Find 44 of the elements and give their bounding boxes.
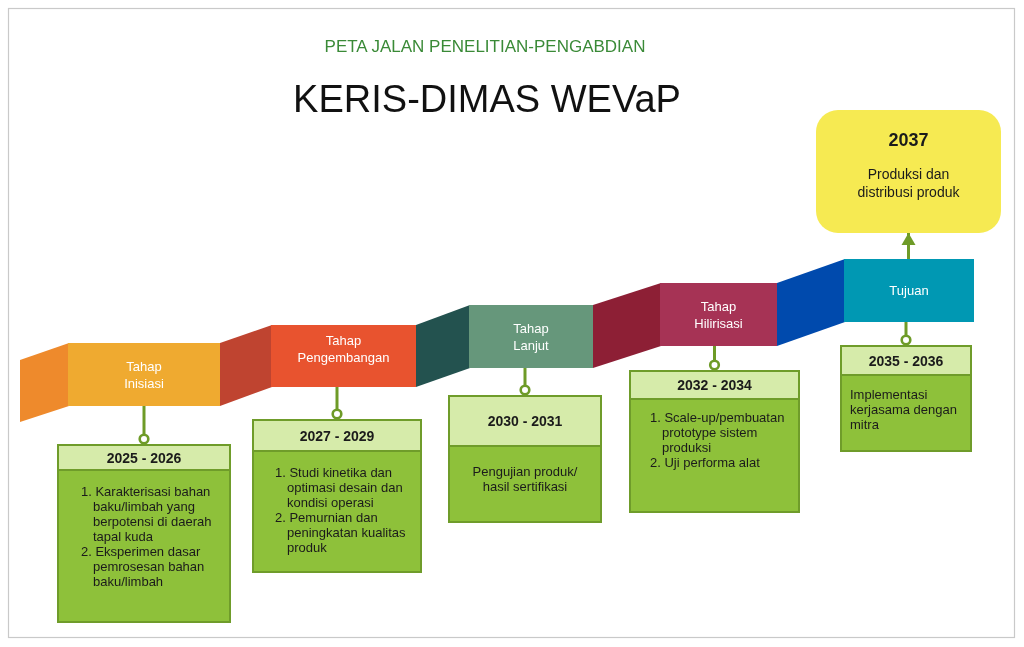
list-item: 1. Studi kinetika dan optimasi desain dan kondisi operasi xyxy=(275,465,404,510)
goal-box xyxy=(816,110,1001,233)
subtitle: PETA JALAN PENELITIAN-PENGABDIAN xyxy=(324,37,646,57)
stage-band xyxy=(844,259,974,322)
stage-label: Tujuan xyxy=(889,282,929,299)
year-range-header: 2035 - 2036 xyxy=(842,347,970,376)
ribbon-fold xyxy=(776,259,845,346)
list-item: 2. Eksperimen dasar pemrosesan bahan baku/limbah xyxy=(81,544,206,589)
stage-label: Tahap Inisiasi xyxy=(124,357,164,392)
ribbon-fold xyxy=(219,325,272,406)
ribbon-end xyxy=(20,343,69,422)
stage-label: Tahap Hilirisasi xyxy=(694,297,743,332)
pin-connector xyxy=(519,368,531,396)
milestone-card xyxy=(57,444,231,623)
list-item: 2. Uji performa alat xyxy=(650,455,760,470)
year-range-header: 2032 - 2034 xyxy=(631,372,798,400)
list-item: 1. Scale-up/pembuatan prototype sistem produksi xyxy=(650,410,786,455)
pin-connector xyxy=(708,346,721,371)
stage-band xyxy=(469,305,593,368)
milestone-card xyxy=(840,345,972,452)
description: Pengujian produk/ hasil sertifikasi xyxy=(471,464,579,494)
stage-band xyxy=(68,343,220,406)
pin-connector xyxy=(138,406,150,445)
milestone-card xyxy=(448,395,602,523)
stage-label: Tahap Lanjut xyxy=(513,319,549,354)
milestone-card xyxy=(252,419,422,573)
pin-connector xyxy=(900,322,912,346)
year-range-header: 2027 - 2029 xyxy=(254,421,420,452)
title: KERIS-DIMAS WEVaP xyxy=(292,78,682,121)
pin-connector xyxy=(331,387,343,420)
ribbon-fold xyxy=(592,283,661,368)
ribbon-fold xyxy=(415,305,470,387)
year-label: 2037 xyxy=(888,130,929,151)
list-item: 2. Pemurnian dan peningkatan kualitas produk xyxy=(275,510,407,555)
milestone-card xyxy=(629,370,800,513)
year-range-header: 2025 - 2026 xyxy=(59,446,229,471)
stage-band xyxy=(660,283,777,346)
stage-band xyxy=(271,325,416,387)
year-range-header: 2030 - 2031 xyxy=(450,397,600,447)
stage-label: Tahap Pengembangan xyxy=(297,332,390,366)
arrow xyxy=(901,233,916,259)
goal-description: Produksi dan distribusi produk xyxy=(856,165,961,201)
list-item: 1. Karakterisasi bahan baku/limbah yang berpotensi di daerah tapal kuda xyxy=(81,484,213,544)
description: Implementasi kerjasama dengan mitra xyxy=(850,387,958,432)
